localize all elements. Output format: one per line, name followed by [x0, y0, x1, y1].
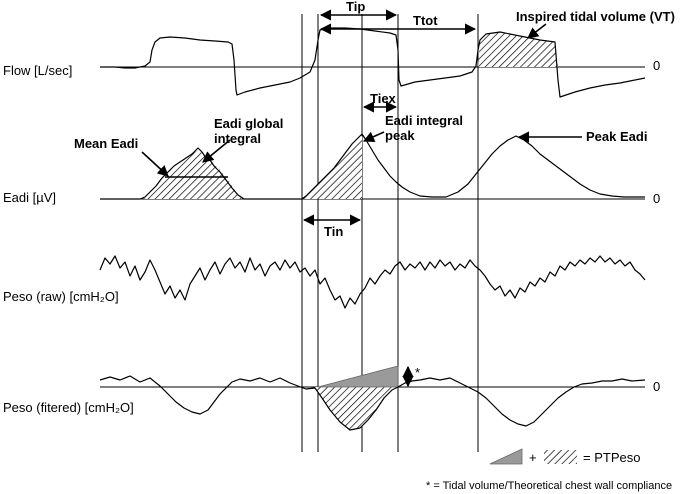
flow-zero-label: 0 — [653, 58, 660, 73]
tin-label: Tin — [324, 224, 343, 239]
peso-filtered-signal-label: Peso (fitered) [cmH₂O] — [3, 400, 134, 415]
mean-eadi-label: Mean Eadi — [74, 136, 138, 151]
legend-grey-triangle — [489, 448, 523, 465]
eadi-global-integral-area — [145, 150, 242, 199]
peso-filtered-trace — [99, 375, 646, 431]
mean-eadi-pointer — [141, 151, 169, 177]
flow-trace — [100, 27, 646, 98]
eadi-integral-peak-area — [303, 136, 362, 199]
eadi-signal-label: Eadi [µV] — [3, 190, 56, 205]
peso-filtered-zero-label: 0 — [653, 379, 660, 394]
vt-pointer-arrow — [527, 23, 547, 39]
eadi-integral-peak-label-line2: peak — [385, 128, 415, 143]
eadi-integral-peak-label-line1: Eadi integral — [385, 113, 463, 128]
peso-hatched-area — [315, 387, 398, 430]
tiex-label: Tiex — [370, 91, 397, 106]
peak-eadi-label: Peak Eadi — [586, 129, 647, 144]
eadi-integral-peak-pointer — [362, 131, 385, 142]
eadi-global-integral-label-line2: integral — [214, 131, 261, 146]
ttot-label: Ttot — [413, 13, 438, 28]
eadi-global-integral-label-line1: Eadi global — [214, 116, 283, 131]
footnote: * = Tidal volume/Theoretical chest wall … — [426, 480, 672, 492]
peso-grey-triangle — [317, 365, 399, 388]
eadi-zero-label: 0 — [653, 191, 660, 206]
tip-label: Tip — [346, 0, 365, 14]
vt-hatched-area — [478, 32, 558, 67]
legend-plus-label: + — [529, 450, 537, 465]
star-label: * — [415, 365, 420, 380]
legend-equals-label: = PTPeso — [583, 450, 640, 465]
peso-raw-trace — [99, 255, 646, 309]
legend-hatch-swatch — [544, 450, 577, 464]
peso-raw-signal-label: Peso (raw) [cmH₂O] — [3, 289, 119, 304]
eadi-trace — [100, 133, 645, 200]
flow-signal-label: Flow [L/sec] — [3, 63, 72, 78]
eadi-global-pointer — [202, 139, 231, 163]
vt-label: Inspired tidal volume (VT) — [516, 9, 675, 24]
